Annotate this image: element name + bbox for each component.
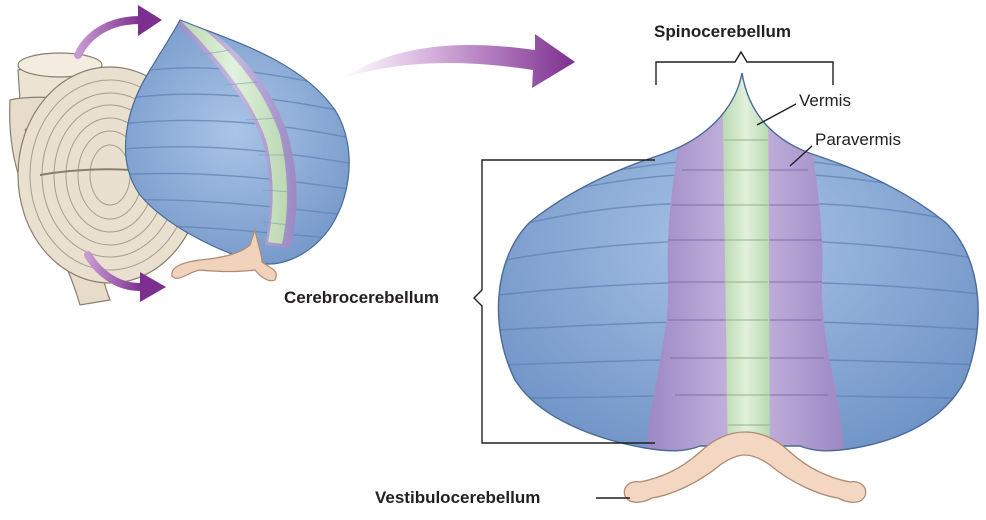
spinocerebellum-bracket — [656, 52, 833, 85]
spinocerebellum-label: Spinocerebellum — [654, 22, 791, 42]
vermis-region — [722, 60, 770, 460]
vermis-leader — [757, 104, 796, 125]
rotation-arrow-top — [78, 5, 162, 55]
flattened-cerebellum-view — [480, 60, 986, 502]
vestibulocerebellum-label: Vestibulocerebellum — [375, 488, 540, 508]
transition-arrow — [343, 34, 575, 88]
vermis-label: Vermis — [799, 91, 851, 111]
small-cerebellum-view — [10, 5, 370, 305]
paravermis-label: Paravermis — [815, 130, 901, 150]
cerebrocerebellum-label: Cerebrocerebellum — [284, 288, 439, 308]
